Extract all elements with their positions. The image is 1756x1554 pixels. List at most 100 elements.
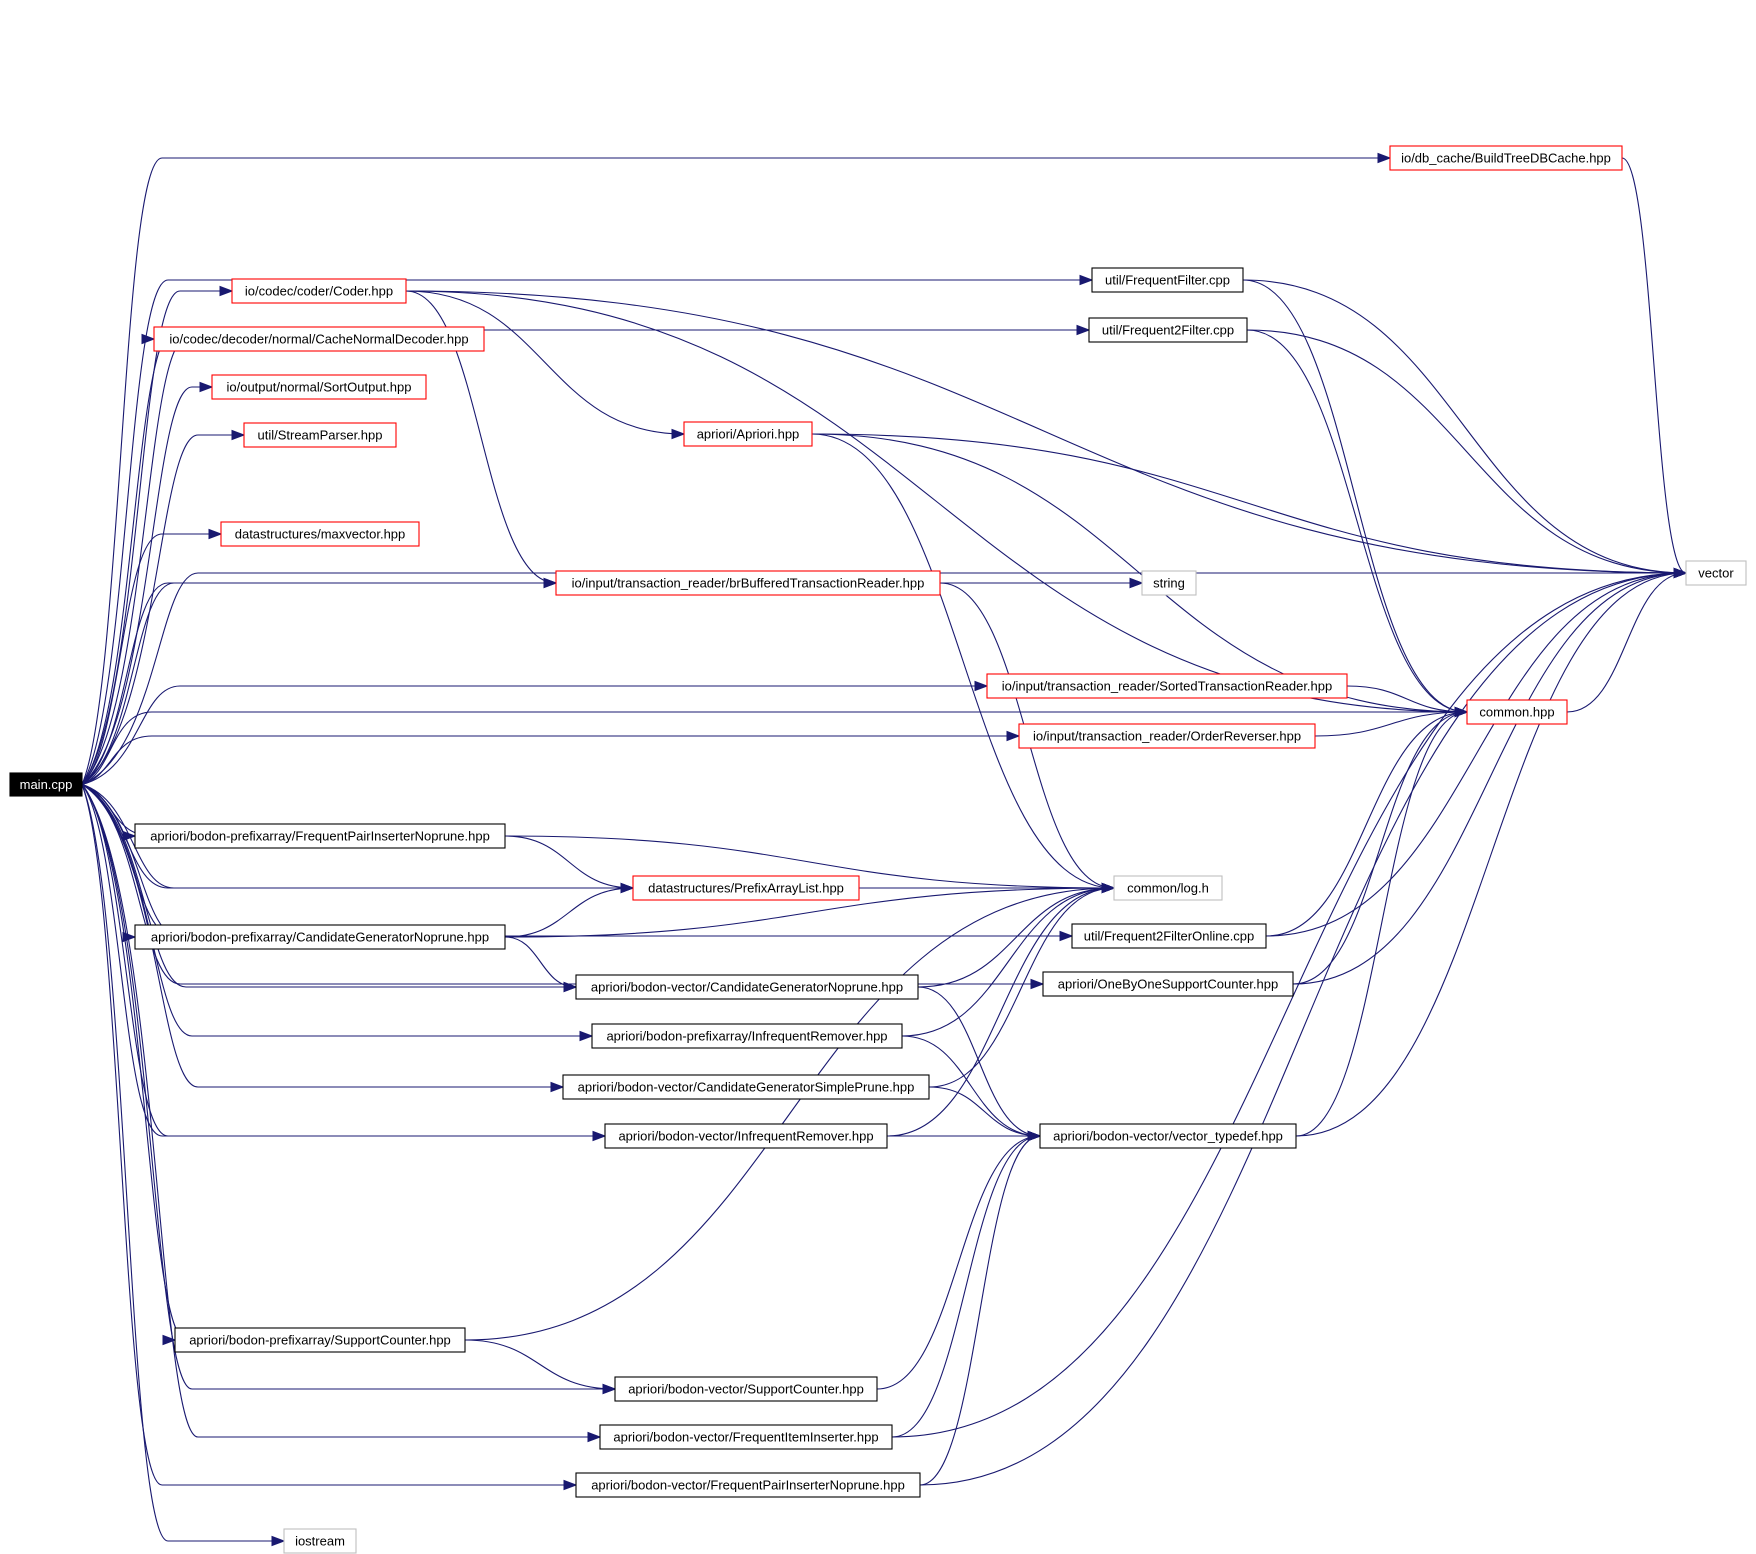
node-fpinp_v[interactable]: apriori/bodon-vector/FrequentPairInserte… [575,1472,921,1498]
node-box [9,772,83,797]
edge-line [1242,279,1468,713]
edge-arrowhead [620,882,635,894]
node-vtypedef[interactable]: apriori/bodon-vector/vector_typedef.hpp [1039,1123,1297,1149]
edge-line [1265,711,1468,937]
edge-main-to-string [81,577,1144,785]
node-freq2filter[interactable]: util/Frequent2Filter.cpp [1088,317,1248,343]
node-infreq_pa[interactable]: apriori/bodon-prefixarray/InfrequentRemo… [591,1023,903,1049]
edge-line [81,784,284,1542]
edge-coder-to-brbuffered [405,290,558,589]
node-label: string [1153,576,1185,591]
node-sortoutput[interactable]: io/output/normal/SortOutput.hpp [211,374,427,400]
edge-line [405,290,557,584]
node-buildtree[interactable]: io/db_cache/BuildTreeDBCache.hpp [1389,145,1623,171]
edge-main-to-fii_v [81,784,602,1443]
edge-line [81,711,1467,786]
node-label: io/input/transaction_reader/brBufferedTr… [572,576,925,591]
edge-line [504,936,577,988]
node-onebyone[interactable]: apriori/OneByOneSupportCounter.hpp [1042,971,1294,997]
node-box [1389,145,1623,171]
edge-line [919,572,1687,1486]
edge-line [876,1135,1041,1390]
edge-arrowhead [550,1081,565,1093]
edge-sc_pa-to-sc_v [464,1339,617,1395]
node-sortedtr[interactable]: io/input/transaction_reader/SortedTransa… [986,673,1348,699]
edge-line [81,582,556,785]
edge-main-to-f2fonline [81,783,1074,942]
node-label: iostream [295,1534,345,1549]
edge-line [886,887,1115,1137]
node-label: io/output/normal/SortOutput.hpp [226,380,411,395]
edge-main-to-maxvector [81,528,223,785]
edge-arrowhead [231,429,246,441]
node-iostream[interactable]: iostream [283,1528,357,1554]
edge-line [891,1135,1041,1438]
node-sc_v[interactable]: apriori/bodon-vector/SupportCounter.hpp [614,1376,878,1402]
edge-freq2filter-to-vector [1246,329,1688,579]
node-log[interactable]: common/log.h [1113,875,1223,901]
node-string[interactable]: string [1141,570,1197,596]
node-fpinp_pa[interactable]: apriori/bodon-prefixarray/FrequentPairIn… [134,823,506,849]
edge-arrowhead [199,381,214,393]
edge-arrowhead [208,528,223,540]
node-main[interactable]: main.cpp [9,772,83,797]
edge-cgsp_v-to-vtypedef [928,1086,1042,1142]
node-coder[interactable]: io/codec/coder/Coder.hpp [231,278,407,304]
edge-line [504,887,634,938]
node-common[interactable]: common.hpp [1466,699,1568,725]
edge-arrowhead [563,1479,578,1491]
node-label: io/codec/decoder/normal/CacheNormalDecod… [169,332,468,347]
edge-onebyone-to-vector [1292,567,1688,985]
node-label: apriori/bodon-prefixarray/SupportCounter… [189,1333,451,1348]
edge-arrowhead [671,428,686,440]
node-label: util/StreamParser.hpp [257,428,382,443]
node-streamparser[interactable]: util/StreamParser.hpp [243,422,397,448]
edge-main-to-iostream [81,784,286,1547]
node-cachedecoder[interactable]: io/codec/decoder/normal/CacheNormalDecod… [153,326,485,352]
node-label: apriori/bodon-vector/SupportCounter.hpp [628,1382,864,1397]
edge-arrowhead [271,1535,286,1547]
node-box [1088,317,1248,343]
edge-arrowhead [162,1334,177,1346]
node-vector[interactable]: vector [1685,560,1747,586]
edge-line [1246,329,1468,713]
edge-coder-to-apriori [405,290,686,440]
node-cgnp_pa[interactable]: apriori/bodon-prefixarray/CandidateGener… [134,924,506,950]
edge-arrowhead [543,577,558,589]
node-cgnp_v[interactable]: apriori/bodon-vector/CandidateGeneratorN… [575,974,919,1000]
node-box [153,326,485,352]
node-maxvector[interactable]: datastructures/maxvector.hpp [220,521,420,547]
node-label: apriori/bodon-vector/FrequentItemInserte… [613,1430,878,1445]
edge-line [464,887,1115,1341]
node-fii_v[interactable]: apriori/bodon-vector/FrequentItemInserte… [599,1424,893,1450]
edge-line [81,784,187,1341]
node-freqfilter[interactable]: util/FrequentFilter.cpp [1091,267,1244,293]
node-label: io/input/transaction_reader/SortedTransa… [1002,679,1333,694]
edge-freqfilter-to-common [1242,279,1469,718]
edge-line [1314,711,1468,737]
edge-line [1292,572,1687,985]
edge-arrowhead [1030,978,1045,990]
node-apriori[interactable]: apriori/Apriori.hpp [683,421,813,447]
edge-vtypedef-to-common [1295,706,1469,1137]
node-label: apriori/bodon-prefixarray/InfrequentRemo… [606,1029,887,1044]
node-box [632,875,860,901]
edge-common-to-vector [1566,567,1688,713]
edge-main-to-buildtree [81,152,1392,785]
edge-main-to-sc_v [81,784,617,1395]
node-f2fonline[interactable]: util/Frequent2FilterOnline.cpp [1071,923,1267,949]
edge-line [464,1339,616,1390]
node-prefixlist[interactable]: datastructures/PrefixArrayList.hpp [632,875,860,901]
edge-line [504,835,634,889]
node-cgsp_v[interactable]: apriori/bodon-vector/CandidateGeneratorS… [562,1074,930,1100]
edge-vtypedef-to-vector [1295,567,1688,1137]
edge-line [891,572,1687,1438]
node-infreq_v[interactable]: apriori/bodon-vector/InfrequentRemover.h… [604,1123,888,1149]
node-label: io/codec/coder/Coder.hpp [245,284,393,299]
node-orderrev[interactable]: io/input/transaction_reader/OrderReverse… [1018,723,1316,749]
edge-arrowhead [219,285,234,297]
node-box [1141,570,1197,596]
node-sc_pa[interactable]: apriori/bodon-prefixarray/SupportCounter… [174,1327,466,1353]
node-brbuffered[interactable]: io/input/transaction_reader/brBufferedTr… [555,570,941,596]
edge-line [405,290,685,435]
